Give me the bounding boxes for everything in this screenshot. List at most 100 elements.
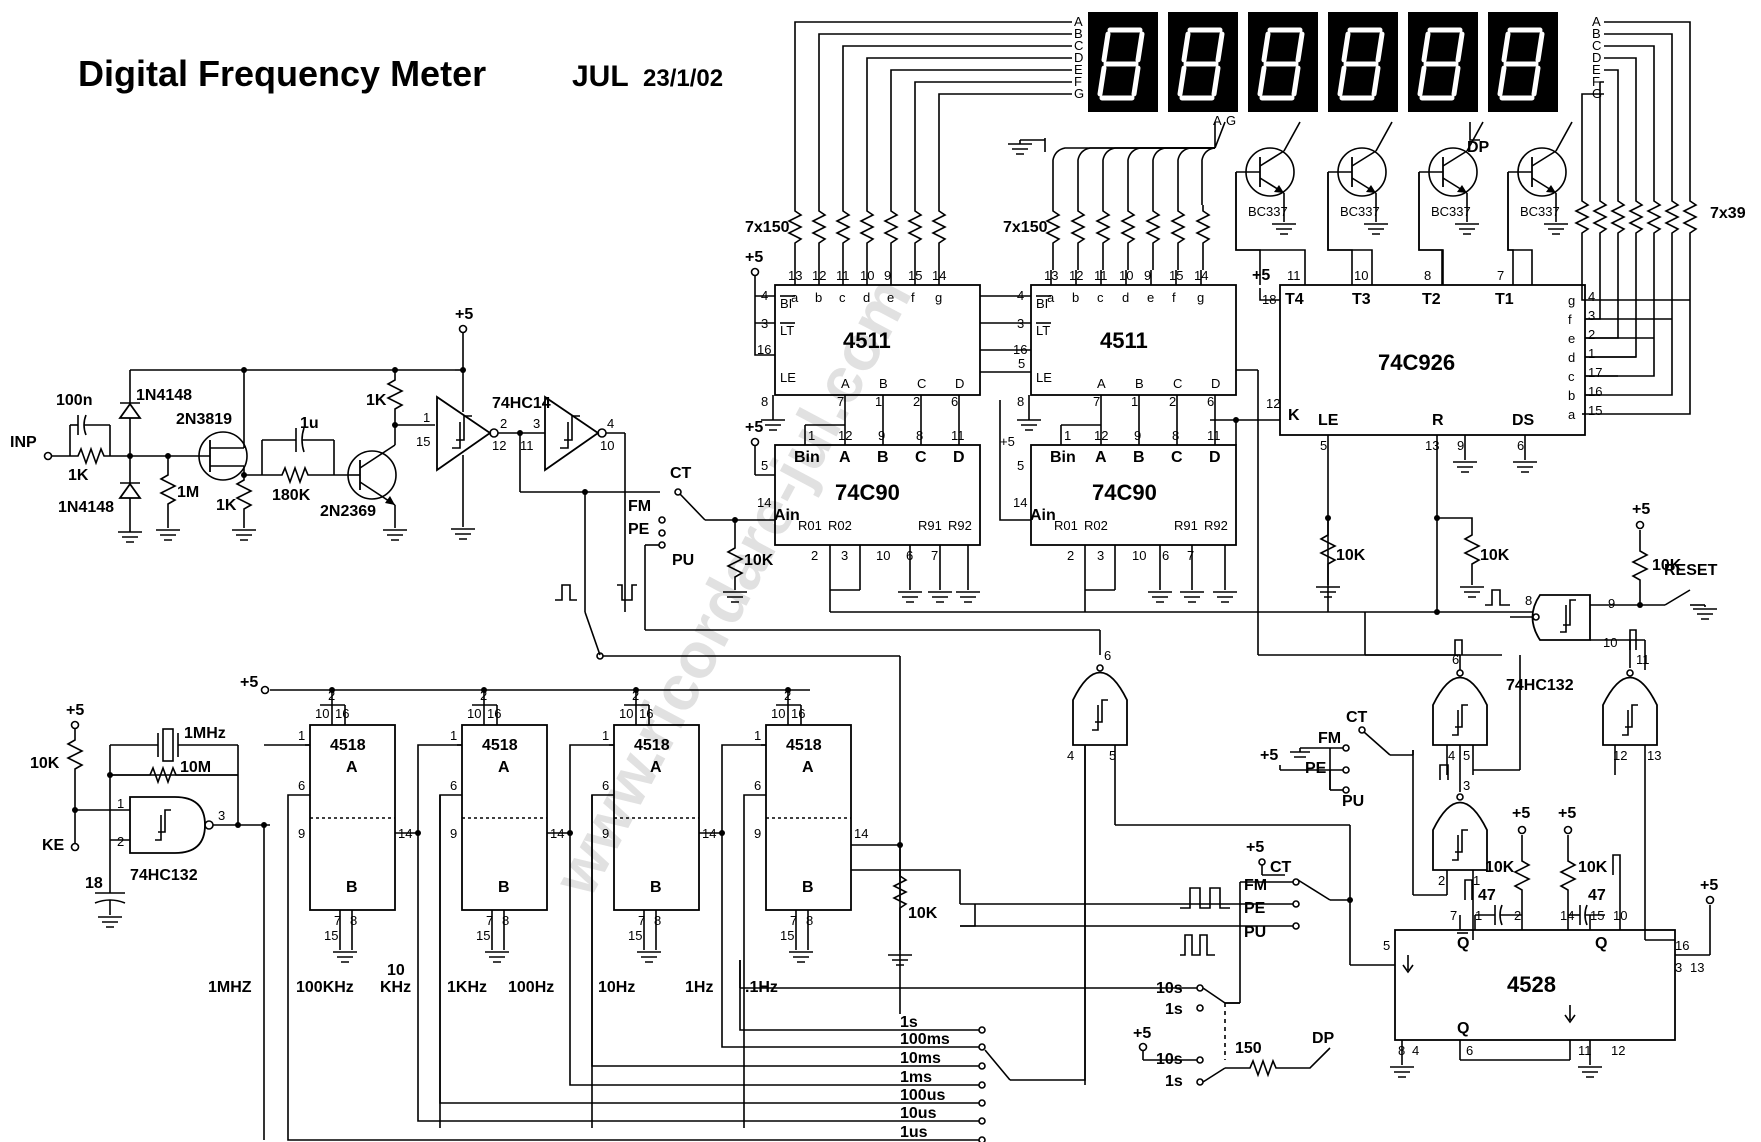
res-array-b-label: 7x150 bbox=[1003, 219, 1048, 236]
seg-letter-left: C bbox=[1074, 38, 1083, 53]
mode-selector-3: CT FM PE PU +5 bbox=[960, 839, 1353, 1004]
le-pulldown-label: 10K bbox=[1336, 547, 1366, 564]
decoder-pin-num: 9 bbox=[1144, 268, 1151, 283]
svg-text:1: 1 bbox=[1131, 394, 1138, 409]
author: JUL bbox=[572, 60, 629, 93]
mono-res-2-label: 10K bbox=[1578, 859, 1608, 876]
svg-text:+5: +5 bbox=[1000, 434, 1015, 449]
date: 23/1/02 bbox=[643, 65, 723, 92]
bias-res-label: 180K bbox=[272, 487, 311, 504]
svg-text:13: 13 bbox=[1425, 438, 1439, 453]
decoder-pin: f bbox=[1172, 290, 1176, 305]
svg-text:6: 6 bbox=[1162, 548, 1169, 563]
svg-text:D: D bbox=[953, 449, 965, 466]
svg-text:5: 5 bbox=[1018, 356, 1025, 371]
svg-text:9: 9 bbox=[1134, 428, 1141, 443]
svg-text:LT: LT bbox=[780, 323, 794, 338]
svg-text:7: 7 bbox=[837, 394, 844, 409]
svg-text:16: 16 bbox=[639, 706, 653, 721]
dp-10s-label: 10s bbox=[1156, 1051, 1183, 1068]
svg-text:5: 5 bbox=[1463, 748, 1470, 763]
seg-letter-left: F bbox=[1074, 74, 1082, 89]
svg-text:g: g bbox=[1568, 293, 1575, 308]
svg-text:R91: R91 bbox=[918, 518, 942, 533]
svg-text:15: 15 bbox=[324, 928, 338, 943]
svg-text:10: 10 bbox=[619, 706, 633, 721]
q-bar-label: Q bbox=[1457, 935, 1469, 952]
q-label-2: Q bbox=[1457, 1020, 1469, 1037]
svg-text:d: d bbox=[1568, 350, 1575, 365]
svg-text:BI: BI bbox=[1036, 296, 1048, 311]
svg-text:R02: R02 bbox=[1084, 518, 1108, 533]
decoder-pin: e bbox=[1147, 290, 1154, 305]
decoder-pin: f bbox=[911, 290, 915, 305]
r-pulldown-label: 10K bbox=[1480, 547, 1510, 564]
pe-label-2: PE bbox=[1305, 760, 1327, 777]
svg-text:8: 8 bbox=[761, 394, 768, 409]
svg-text:A: A bbox=[841, 376, 850, 391]
transistor-label: BC337 bbox=[1520, 204, 1560, 219]
freq-10-num: 10 bbox=[387, 962, 405, 979]
svg-text:9: 9 bbox=[1608, 596, 1615, 611]
svg-text:6: 6 bbox=[1466, 1043, 1473, 1058]
decoder-pin: b bbox=[815, 290, 822, 305]
svg-text:2: 2 bbox=[1438, 873, 1445, 888]
digit-segments bbox=[1257, 27, 1305, 101]
svg-text:6: 6 bbox=[754, 778, 761, 793]
pe-label-3: PE bbox=[1244, 900, 1266, 917]
svg-text:8: 8 bbox=[502, 913, 509, 928]
divider-label: 4518 bbox=[634, 737, 670, 754]
nand-gates: 6 4 5 6 4 5 11 12 13 74HC132 3 2 1 bbox=[1067, 612, 1661, 1085]
svg-text:14: 14 bbox=[854, 826, 868, 841]
decoder-pin: a bbox=[791, 290, 799, 305]
digit-segments bbox=[1417, 27, 1465, 101]
svg-text:7: 7 bbox=[638, 913, 645, 928]
seg-letter-left: G bbox=[1074, 86, 1084, 101]
svg-text:8: 8 bbox=[350, 913, 357, 928]
svg-text:1: 1 bbox=[1473, 873, 1480, 888]
counter-2-label: 74C90 bbox=[1092, 480, 1157, 505]
decoder-2-label: 4511 bbox=[1100, 328, 1148, 353]
decoder-pin: d bbox=[1122, 290, 1129, 305]
mode-selector-1: CT FM PE PU 10K +5 bbox=[555, 419, 1101, 655]
svg-text:7: 7 bbox=[1187, 548, 1194, 563]
svg-text:1: 1 bbox=[1064, 428, 1071, 443]
svg-text:7: 7 bbox=[1450, 908, 1457, 923]
decoder-1-label: 4511 bbox=[843, 328, 891, 353]
mono-res-1-label: 10K bbox=[1485, 859, 1515, 876]
svg-text:A: A bbox=[498, 759, 510, 776]
svg-text:13: 13 bbox=[1647, 748, 1661, 763]
osc-pullup-label: 10K bbox=[30, 755, 60, 772]
svg-text:10: 10 bbox=[315, 706, 329, 721]
decoder-pin: b bbox=[1072, 290, 1079, 305]
monostable-label: 4528 bbox=[1507, 972, 1556, 997]
svg-text:1: 1 bbox=[423, 410, 430, 425]
svg-text:5: 5 bbox=[761, 458, 768, 473]
dp-supply-label: +5 bbox=[1133, 1025, 1151, 1042]
digit-segments bbox=[1097, 27, 1145, 101]
svg-text:14: 14 bbox=[1013, 495, 1027, 510]
freq-1hz: 1Hz bbox=[685, 979, 713, 996]
diode-1-label: 1N4148 bbox=[136, 387, 192, 404]
decoder-pin: e bbox=[887, 290, 894, 305]
svg-text:11: 11 bbox=[951, 428, 965, 443]
coupling-cap-label: 1u bbox=[300, 415, 319, 432]
ground-symbol bbox=[1008, 138, 1046, 155]
svg-text:10: 10 bbox=[771, 706, 785, 721]
svg-text:LE: LE bbox=[1318, 412, 1339, 429]
svg-text:12: 12 bbox=[1611, 1043, 1625, 1058]
decoder-2 bbox=[1030, 284, 1237, 396]
freq-1khz: 1KHz bbox=[447, 979, 487, 996]
reset-label: RESET bbox=[1664, 562, 1718, 579]
svg-text:8: 8 bbox=[1424, 268, 1431, 283]
svg-text:B: B bbox=[879, 376, 888, 391]
decoder-pin: d bbox=[863, 290, 870, 305]
svg-text:B: B bbox=[498, 879, 510, 896]
osc-cap-label: 18 bbox=[85, 875, 103, 892]
fm-label-3: FM bbox=[1244, 877, 1267, 894]
res-array-a-label: 7x150 bbox=[745, 219, 790, 236]
svg-text:10: 10 bbox=[1132, 548, 1146, 563]
counter-2 bbox=[1030, 444, 1237, 546]
svg-text:5: 5 bbox=[1383, 938, 1390, 953]
